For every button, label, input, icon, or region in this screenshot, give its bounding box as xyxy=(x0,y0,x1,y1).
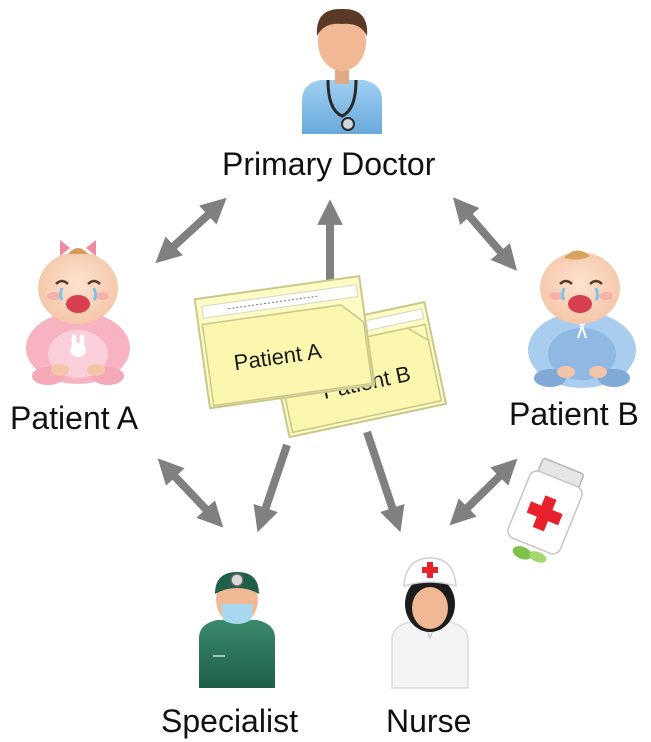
doctor-icon xyxy=(302,8,382,134)
patient-b-baby-icon xyxy=(528,250,636,388)
medicine-bottle-icon xyxy=(507,457,584,563)
patient-b-label: Patient B xyxy=(509,396,639,432)
nurse-icon xyxy=(391,557,469,689)
specialist-label: Specialist xyxy=(161,703,298,739)
arrow-doctor-patient-b xyxy=(452,197,518,271)
primary-doctor-label: Primary Doctor xyxy=(222,146,436,182)
specialist-icon xyxy=(199,572,275,688)
patient-a-label: Patient A xyxy=(10,400,139,436)
arrow-patient-b-nurse xyxy=(449,458,518,526)
arrow-folders-to-nurse xyxy=(363,430,405,533)
arrow-doctor-patient-a xyxy=(155,197,227,264)
arrows xyxy=(155,197,518,533)
arrow-patient-a-specialist xyxy=(157,458,224,528)
nurse-label: Nurse xyxy=(386,703,472,739)
folder-patient-a: Patient A xyxy=(193,275,376,410)
patient-a-baby-icon xyxy=(26,240,130,385)
arrow-folders-to-specialist xyxy=(253,443,291,533)
